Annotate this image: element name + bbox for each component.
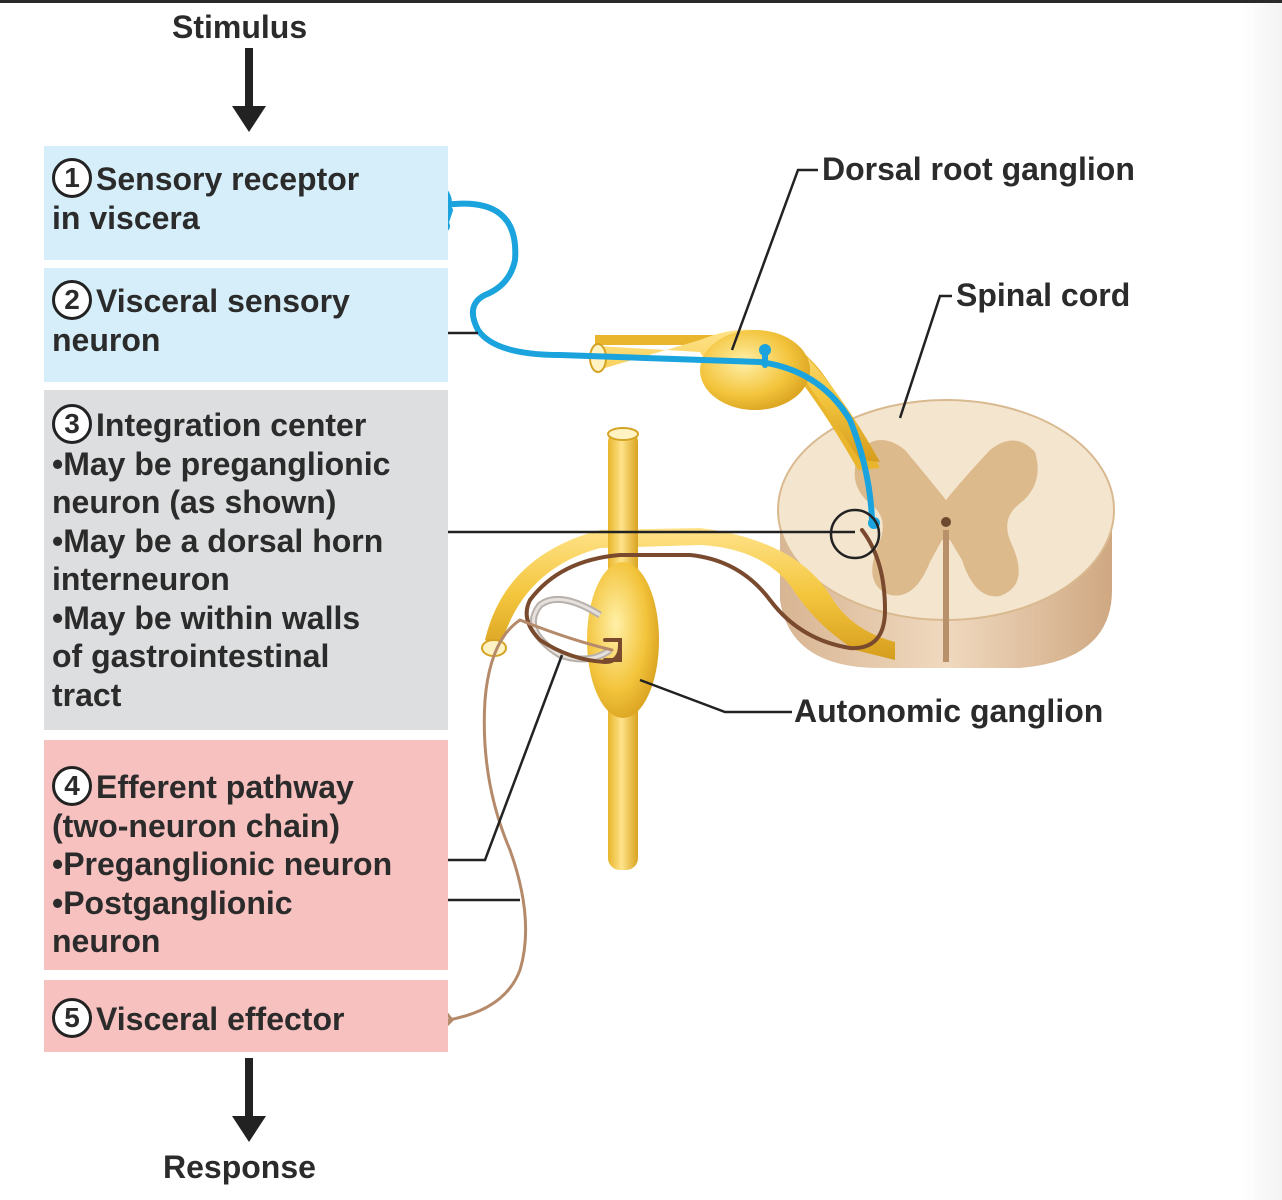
step-3-line-4: •May be a dorsal horn (52, 522, 384, 559)
autonomic-ganglion (587, 562, 659, 718)
step-3-line-2: •May be preganglionic (52, 445, 391, 482)
step-4-line-4: •Postganglionic (52, 884, 293, 921)
step-5-number: 5 (52, 998, 92, 1038)
top-border (0, 0, 1282, 3)
postganglionic-neuron (438, 618, 614, 1034)
response-label: Response (163, 1149, 316, 1185)
stimulus-arrow (232, 48, 266, 132)
step-2-line-2: neuron (52, 321, 161, 358)
dorsal-root-ganglion (700, 330, 810, 410)
step-4-line-3: •Preganglionic neuron (52, 846, 393, 882)
step-3-number: 3 (52, 404, 92, 444)
step-4-line-2: (two-neuron chain) (52, 807, 340, 844)
step-3-line-7: of gastrointestinal (52, 638, 330, 674)
step-1-number: 1 (52, 158, 92, 198)
autonomic-ganglion-label: Autonomic ganglion (794, 693, 1104, 729)
response-arrow (232, 1058, 266, 1142)
step-3-line-8: tract (52, 676, 122, 713)
spinal-cord-section (777, 399, 1115, 668)
dorsal-root (589, 329, 880, 470)
page-edge-shadow (1240, 3, 1282, 1200)
step-4-number: 4 (52, 766, 92, 806)
step-3-line-6: •May be within walls (52, 599, 361, 636)
step-1-line-2: in viscera (52, 199, 200, 236)
step-3-line-5: interneuron (52, 561, 230, 597)
dorsal-root-ganglion-label: Dorsal root ganglion (822, 151, 1135, 187)
spinal-cord-label: Spinal cord (956, 277, 1131, 313)
step-4-line-5: neuron (52, 923, 161, 959)
step-2-number: 2 (52, 280, 92, 320)
preganglionic-neuron (524, 528, 888, 665)
sympathetic-trunk (529, 427, 659, 870)
stimulus-label: Stimulus (172, 9, 308, 45)
step-3-line-3: neuron (as shown) (52, 484, 337, 520)
